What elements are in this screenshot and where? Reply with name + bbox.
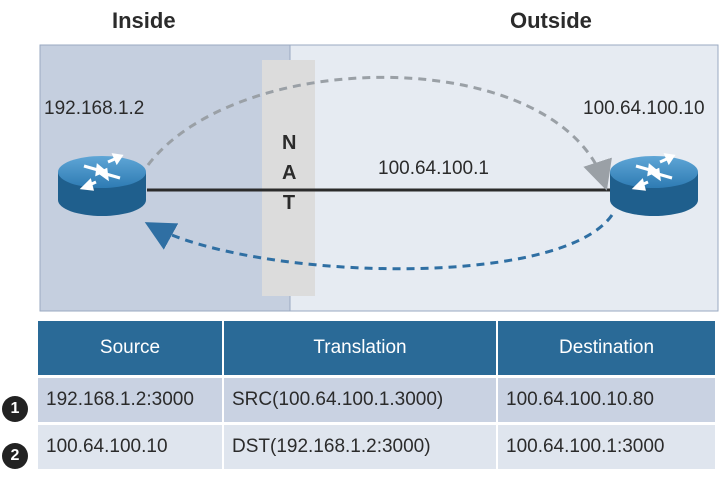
nat-letter: T (282, 192, 296, 214)
nat-label: N A T (282, 128, 296, 218)
outside-ip-label: 100.64.100.10 (583, 98, 705, 119)
link-ip-label: 100.64.100.1 (378, 158, 489, 179)
table-header-row: Source Translation Destination (38, 321, 717, 377)
nat-letter: A (282, 162, 297, 184)
translation-cell: DST(192.168.1.2:3000) (223, 422, 498, 469)
table-row: 100.64.100.10 DST(192.168.1.2:3000) 100.… (38, 422, 717, 469)
destination-cell: 100.64.100.10.80 (497, 375, 717, 424)
destination-cell: 100.64.100.1:3000 (497, 422, 717, 469)
source-cell: 100.64.100.10 (38, 422, 224, 469)
outbound-arrow (146, 75, 612, 191)
nat-diagram (39, 44, 719, 312)
source-cell: 192.168.1.2:3000 (38, 375, 224, 424)
nat-strip (262, 60, 315, 296)
step-2-badge: 2 (2, 443, 28, 469)
translation-cell: SRC(100.64.100.1.3000) (223, 375, 498, 424)
inside-ip-label: 192.168.1.2 (44, 98, 145, 119)
table-row: 192.168.1.2:3000 SRC(100.64.100.1.3000) … (38, 375, 717, 424)
translation-table: Source Translation Destination 192.168.1… (38, 321, 717, 469)
column-header-destination: Destination (497, 321, 717, 377)
inside-router-icon (58, 153, 146, 216)
return-arrow (144, 214, 614, 271)
step-1-badge: 1 (2, 396, 28, 422)
outside-heading: Outside (510, 8, 592, 33)
column-header-translation: Translation (223, 321, 498, 377)
outside-router-icon (610, 153, 698, 216)
column-header-source: Source (38, 321, 224, 377)
nat-letter: N (282, 132, 297, 154)
inside-heading: Inside (112, 8, 176, 33)
